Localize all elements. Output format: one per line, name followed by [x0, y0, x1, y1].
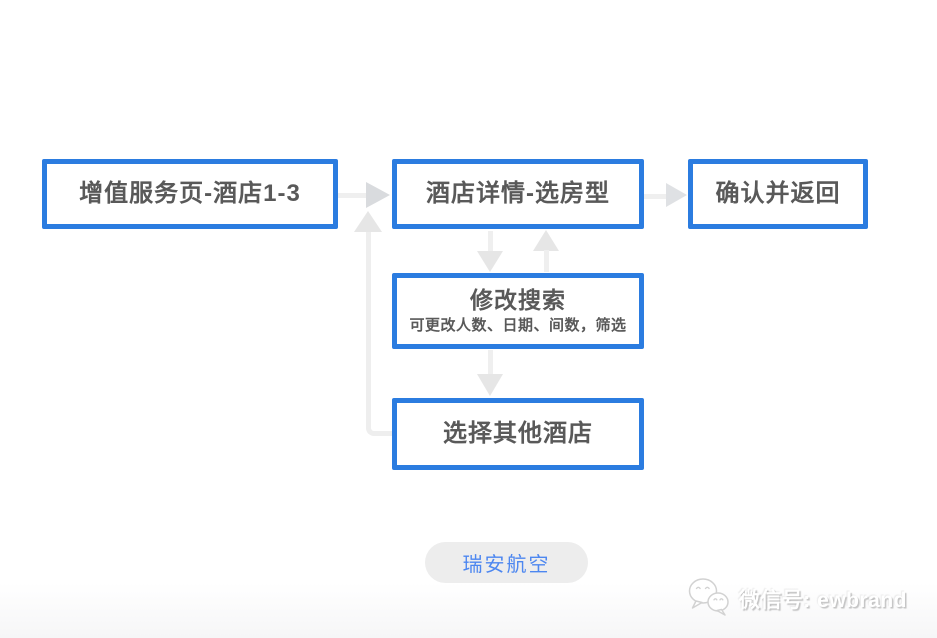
arrow-modify-to-detail-shaft [544, 250, 549, 272]
flow-box-modify-search: 修改搜索 可更改人数、日期、间数，筛选 [392, 273, 644, 349]
flow-box-label: 选择其他酒店 [443, 420, 593, 447]
ryanair-tag: 瑞安航空 [425, 542, 588, 583]
flow-box-subtitle: 可更改人数、日期、间数，筛选 [409, 317, 627, 334]
flow-box-label: 酒店详情-选房型 [426, 180, 610, 207]
arrow-other-loop-line [366, 231, 392, 436]
ryanair-tag-label: 瑞安航空 [462, 554, 551, 576]
flow-box-hotel-detail: 酒店详情-选房型 [392, 159, 644, 229]
arrow-modify-to-other-shaft [488, 350, 493, 376]
watermark-text: 微信号: ewbrand [738, 589, 907, 612]
watermark: 微信号: ewbrand [687, 577, 907, 621]
flow-box-value-added-services: 增值服务页-酒店1-3 [42, 159, 338, 229]
arrow-down-icon [477, 374, 503, 396]
flow-box-label: 增值服务页-酒店1-3 [79, 180, 301, 207]
arrow-services-to-detail-shaft [338, 193, 370, 198]
flow-box-label: 确认并返回 [715, 180, 841, 207]
wechat-icon [687, 576, 731, 623]
arrow-down-icon [477, 251, 503, 272]
flow-box-title: 修改搜索 [470, 287, 566, 313]
flow-box-confirm-return: 确认并返回 [688, 159, 868, 229]
flow-box-select-other-hotel: 选择其他酒店 [392, 398, 644, 470]
arrow-right-icon [666, 183, 687, 207]
arrow-up-icon [354, 211, 382, 232]
arrow-right-icon [366, 182, 390, 208]
arrow-detail-to-confirm-shaft [644, 194, 670, 199]
arrow-up-icon [533, 230, 559, 251]
arrow-detail-to-modify-shaft [488, 231, 493, 253]
